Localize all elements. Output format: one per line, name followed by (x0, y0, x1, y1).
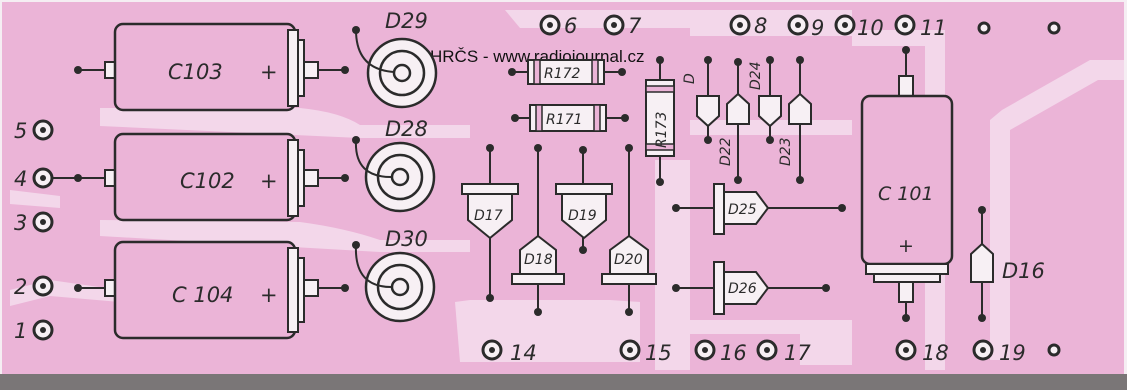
resistor-r172: R172 (508, 59, 626, 85)
resistor-r173-label: R173 (654, 112, 670, 148)
diode-d19: D19 (555, 146, 613, 254)
diode-d23: D23 (778, 56, 812, 184)
diode-d16: D16 (970, 206, 1045, 322)
mount-hole-top-1 (977, 21, 991, 35)
capacitor-c103-label: C103 (168, 60, 223, 84)
diode-d26: D26 (672, 261, 830, 315)
capacitor-c103-polarity: + (260, 60, 278, 84)
capacitor-c102-label: C102 (180, 169, 235, 193)
terminal-5-label: 5 (14, 119, 27, 143)
inductor-d28-label: D28 (385, 117, 428, 141)
terminal-10-label: 10 (857, 16, 884, 40)
capacitor-c104-label: C 104 (172, 283, 233, 307)
diode-d25: D25 (672, 183, 846, 235)
diode-d20-label: D20 (614, 252, 643, 268)
diode-d21-label: D (682, 73, 698, 84)
diode-d25-label: D25 (728, 202, 757, 218)
terminal-3-label: 3 (14, 211, 27, 235)
terminal-16-label: 16 (720, 341, 747, 365)
terminal-2-label: 2 (14, 275, 27, 299)
diode-d23-label: D23 (778, 137, 794, 166)
mount-hole-bottom (1047, 343, 1061, 357)
inductor-d29-label: D29 (385, 9, 428, 33)
inductor-d30: D30 (352, 227, 436, 323)
diode-d22-label: D22 (718, 137, 734, 166)
terminal-14-label: 14 (510, 341, 537, 365)
terminal-7-label: 7 (628, 14, 642, 38)
diode-d26-label: D26 (728, 281, 757, 297)
resistor-r171: R171 (511, 104, 629, 132)
terminal-1-label: 1 (14, 319, 27, 343)
capacitor-c102-polarity: + (260, 169, 278, 193)
inductor-d28: D28 (352, 117, 436, 213)
capacitor-c101-polarity: + (898, 235, 914, 257)
board-bottom-edge (0, 374, 1127, 390)
diode-d16-label: D16 (1002, 259, 1045, 283)
capacitor-c101: C 101 + (860, 46, 954, 322)
terminal-9-label: 9 (811, 16, 824, 40)
terminal-4-label: 4 (14, 167, 27, 191)
terminal-8-label: 8 (754, 14, 767, 38)
diode-d19-label: D19 (568, 208, 597, 224)
terminal-6-label: 6 (564, 14, 577, 38)
diode-d17-label: D17 (474, 208, 503, 224)
inductor-d30-label: D30 (385, 227, 428, 251)
diode-d22: D22 (718, 58, 750, 184)
diode-d18: D18 (511, 144, 565, 316)
capacitor-c104-polarity: + (260, 283, 278, 307)
terminal-centers (40, 22, 986, 353)
diode-d24-label: D24 (748, 61, 764, 90)
capacitor-c101-label: C 101 (878, 183, 934, 205)
terminal-11-label: 11 (920, 16, 947, 40)
resistor-r172-label: R172 (544, 66, 581, 82)
capacitor-c104: C 104 + (74, 240, 349, 340)
inductor-d29: D29 (352, 9, 438, 109)
resistor-r173: R173 (645, 56, 675, 186)
diode-d24: D24 (748, 56, 782, 144)
resistor-r171-label: R171 (546, 112, 582, 128)
terminal-19-label: 19 (999, 341, 1026, 365)
diode-d17: D17 (461, 144, 519, 302)
capacitor-c103: C103 + (74, 22, 349, 112)
terminal-18-label: 18 (922, 341, 949, 365)
terminal-15-label: 15 (645, 341, 672, 365)
diode-d18-label: D18 (524, 252, 553, 268)
diode-d20: D20 (601, 144, 657, 316)
terminal-17-label: 17 (784, 341, 811, 365)
capacitor-c102: C102 + (45, 132, 349, 222)
mount-hole-top-2 (1047, 21, 1061, 35)
diode-d21: D (682, 56, 720, 144)
